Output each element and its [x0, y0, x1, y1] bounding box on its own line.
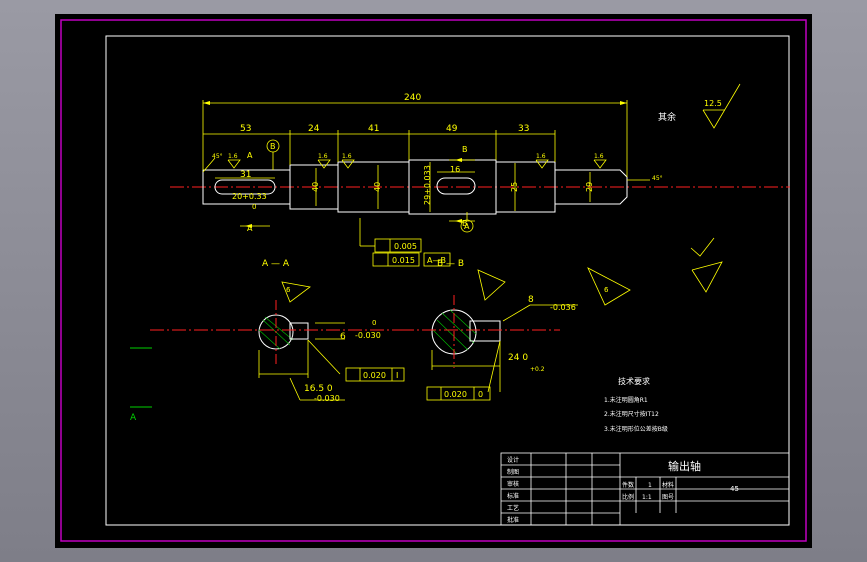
section-b-title: B — B — [437, 259, 464, 269]
tb-scale-label: 比例 — [622, 493, 634, 501]
roughness-general: 12.5 — [704, 99, 722, 108]
tb-row-6: 批准 — [507, 516, 519, 524]
tb-row-4: 标准 — [507, 492, 519, 500]
section-a-dim: 16.5 0 — [304, 384, 333, 394]
chamfer-left: 45° — [212, 153, 223, 160]
tech-note-1: 1.未注明圆角R1 — [604, 396, 648, 404]
dim-dia-1: 40 — [311, 182, 320, 192]
fcf-sym-b-datum: 0 — [478, 390, 483, 399]
dim-seg-5: 33 — [518, 124, 529, 134]
tb-row-3: 审核 — [507, 480, 519, 488]
roughness-section-a: 6 — [286, 286, 291, 294]
dim-keyway-right-width: 16 — [450, 165, 460, 174]
left-marker-a: A — [130, 413, 137, 423]
datum-b-circle-label: B — [270, 142, 276, 151]
tb-row-2: 制图 — [507, 468, 519, 476]
dim-keyway-tol: 20+0.33 — [232, 192, 267, 201]
section-dims — [258, 304, 578, 401]
section-b-width: 8 — [528, 295, 534, 305]
tb-material: 45 — [730, 485, 739, 493]
roughness-rest-label: 其余 — [658, 111, 676, 123]
section-a-width-tol-top: 0 — [372, 319, 376, 327]
tech-note-3: 3.未注明形位公差按B级 — [604, 425, 668, 433]
fcf-sym-a-value: 0.020 — [363, 371, 386, 380]
sheet-border — [60, 19, 807, 542]
tb-sheet-label: 图号 — [662, 494, 674, 501]
shaft-outline — [202, 159, 628, 215]
tb-material-label: 材料 — [662, 481, 674, 489]
section-b — [400, 295, 560, 368]
tech-title: 技术要求 — [618, 376, 650, 386]
fcf-sym-a-datum: I — [396, 371, 398, 380]
tb-qty: 1 — [648, 482, 652, 489]
title-block-text: 设计 制图 审核 标准 工艺 批准 输出轴 件数 1 材料 45 比例 1:1 … — [507, 456, 739, 524]
dim-seg-1: 53 — [240, 124, 251, 134]
roughness-2: 1.6 — [318, 153, 328, 160]
roughness-3: 1.6 — [342, 153, 352, 160]
roughness-1: 1.6 — [228, 153, 238, 160]
tech-note-2: 2.未注明尺寸按IT12 — [604, 410, 659, 418]
dim-dia-3: 25 — [510, 182, 519, 192]
roughness-symbols — [227, 83, 741, 306]
section-b-mark-top: B — [462, 145, 468, 154]
dim-middle-dia: 29+0.033 — [423, 165, 432, 205]
roughness-4: 1.6 — [536, 153, 546, 160]
fcf-sym-b-value: 0.020 — [444, 390, 467, 399]
section-a-mark-top: A — [247, 151, 253, 160]
dim-dia-2: 40 — [373, 182, 382, 192]
dim-keyway-tol-zero: 0 — [252, 203, 256, 211]
section-b-mark-bottom: B — [462, 219, 468, 228]
section-a-title: A — A — [262, 259, 290, 269]
section-a-mark-bottom: A — [247, 224, 253, 233]
left-markers — [130, 347, 152, 408]
section-a — [150, 300, 400, 366]
tb-qty-label: 件数 — [622, 481, 634, 489]
fcf-runout-value: 0.005 — [394, 242, 417, 251]
section-b-width-tol: -0.036 — [550, 303, 576, 312]
dim-overall-length: 240 — [404, 93, 421, 103]
section-b-dim-tol: +0.2 — [530, 366, 545, 373]
dimension-lines — [202, 100, 650, 247]
tb-scale: 1:1 — [642, 494, 652, 501]
chamfer-right: 45° — [652, 175, 663, 182]
section-b-dim: 24 0 — [508, 353, 528, 363]
tech-requirements: 技术要求 1.未注明圆角R1 2.未注明尺寸按IT12 3.未注明形位公差按B级 — [604, 376, 668, 433]
dimension-arrows — [203, 101, 627, 228]
dim-dia-4: 29 — [585, 182, 594, 192]
tb-row-1: 设计 — [507, 456, 519, 464]
tb-row-5: 工艺 — [507, 504, 519, 512]
fcf-frames — [345, 238, 491, 401]
fcf-ref: A—B — [427, 256, 446, 265]
dim-keyway-length: 31 — [240, 170, 251, 180]
left-marker-labels: A — [130, 413, 137, 423]
dim-seg-3: 41 — [368, 124, 379, 134]
section-a-width-tol: -0.030 — [355, 331, 381, 340]
drawing-frame — [105, 35, 790, 526]
section-a-dim-tol: -0.030 — [314, 394, 340, 403]
tb-title: 输出轴 — [668, 459, 701, 473]
datum-a-circle-label: A — [464, 222, 470, 231]
roughness-5: 1.6 — [594, 153, 604, 160]
roughness-section-b: 6 — [604, 286, 609, 294]
section-a-width: 6 — [340, 332, 346, 342]
dim-seg-2: 24 — [308, 124, 320, 134]
dim-seg-4: 49 — [446, 124, 458, 134]
fcf-cyl-value: 0.015 — [392, 256, 415, 265]
dimension-texts: 240 53 24 41 49 33 31 20+0.33 0 16 29+0.… — [212, 93, 722, 403]
title-block — [500, 452, 790, 526]
